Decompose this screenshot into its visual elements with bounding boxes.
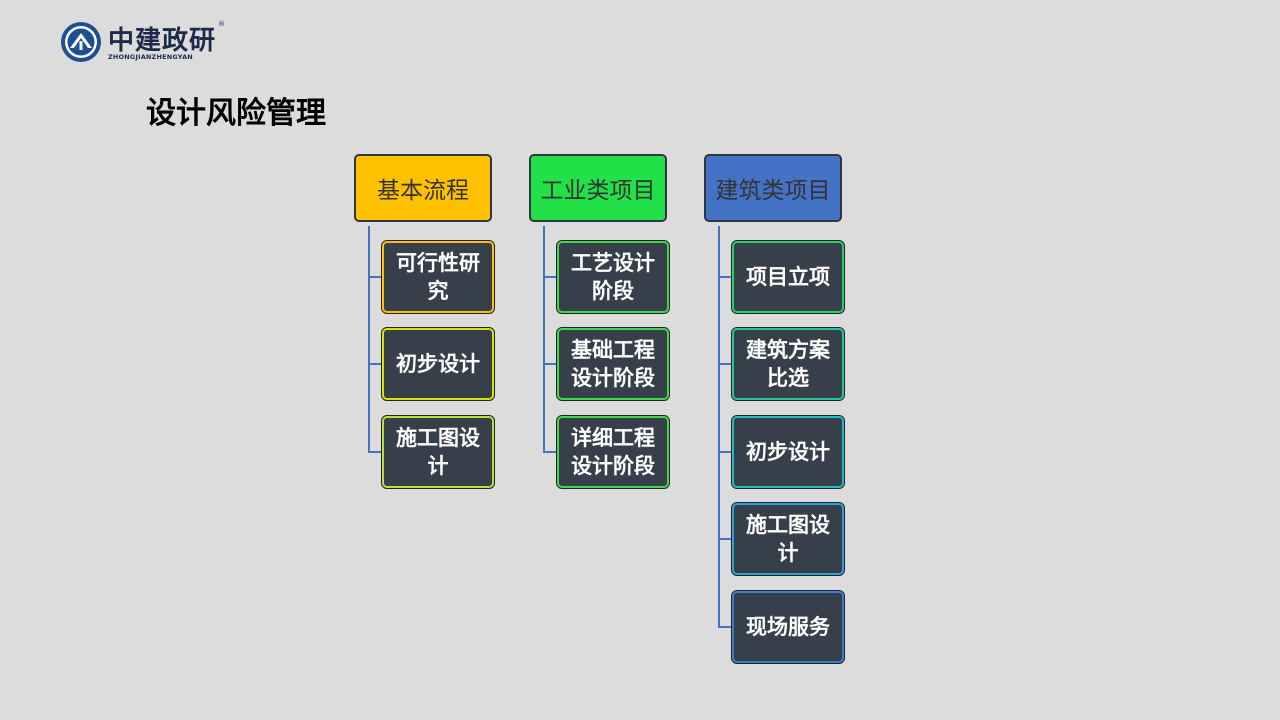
col1-connector-3 [368, 451, 382, 453]
node-site-service: 现场服务 [731, 590, 845, 664]
node-preliminary-design-building: 初步设计 [731, 415, 845, 489]
column-header-building-projects: 建筑类项目 [704, 154, 842, 222]
node-basic-engineering-design-stage: 基础工程设计阶段 [556, 327, 670, 401]
logo-name: 中建政研 [108, 26, 217, 56]
node-preliminary-design: 初步设计 [381, 327, 495, 401]
logo-registered-mark: ® [218, 20, 225, 28]
logo-emblem-icon [61, 22, 101, 62]
column-header-label: 工业类项目 [540, 178, 656, 204]
column-header-industrial-projects: 工业类项目 [529, 154, 667, 222]
col3-connector-1 [718, 276, 732, 278]
col2-connector-1 [543, 276, 557, 278]
col1-connector-2 [368, 363, 382, 365]
col3-connector-3 [718, 451, 732, 453]
node-detailed-engineering-design-stage: 详细工程设计阶段 [556, 415, 670, 489]
col3-connector-vertical [718, 226, 720, 628]
column-header-label: 基本流程 [377, 178, 469, 204]
node-project-initiation: 项目立项 [731, 240, 845, 314]
col3-connector-2 [718, 363, 732, 365]
col1-connector-vertical [368, 226, 370, 453]
node-construction-drawing-design-building: 施工图设计 [731, 502, 845, 576]
col2-connector-2 [543, 363, 557, 365]
node-construction-drawing-design: 施工图设计 [381, 415, 495, 489]
node-process-design-stage: 工艺设计阶段 [556, 240, 670, 314]
col1-connector-1 [368, 276, 382, 278]
column-header-label: 建筑类项目 [715, 178, 831, 204]
col2-connector-vertical [543, 226, 545, 453]
company-logo: 中建政研 ® ZHONGJIANZHENGYAN [60, 20, 230, 64]
col3-connector-5 [718, 626, 732, 628]
page-title: 设计风险管理 [146, 96, 326, 131]
node-architectural-scheme-comparison: 建筑方案比选 [731, 327, 845, 401]
col3-connector-4 [718, 538, 732, 540]
column-header-basic-process: 基本流程 [354, 154, 492, 222]
col2-connector-3 [543, 451, 557, 453]
node-feasibility-study: 可行性研究 [381, 240, 495, 314]
logo-pinyin: ZHONGJIANZHENGYAN [108, 53, 193, 61]
